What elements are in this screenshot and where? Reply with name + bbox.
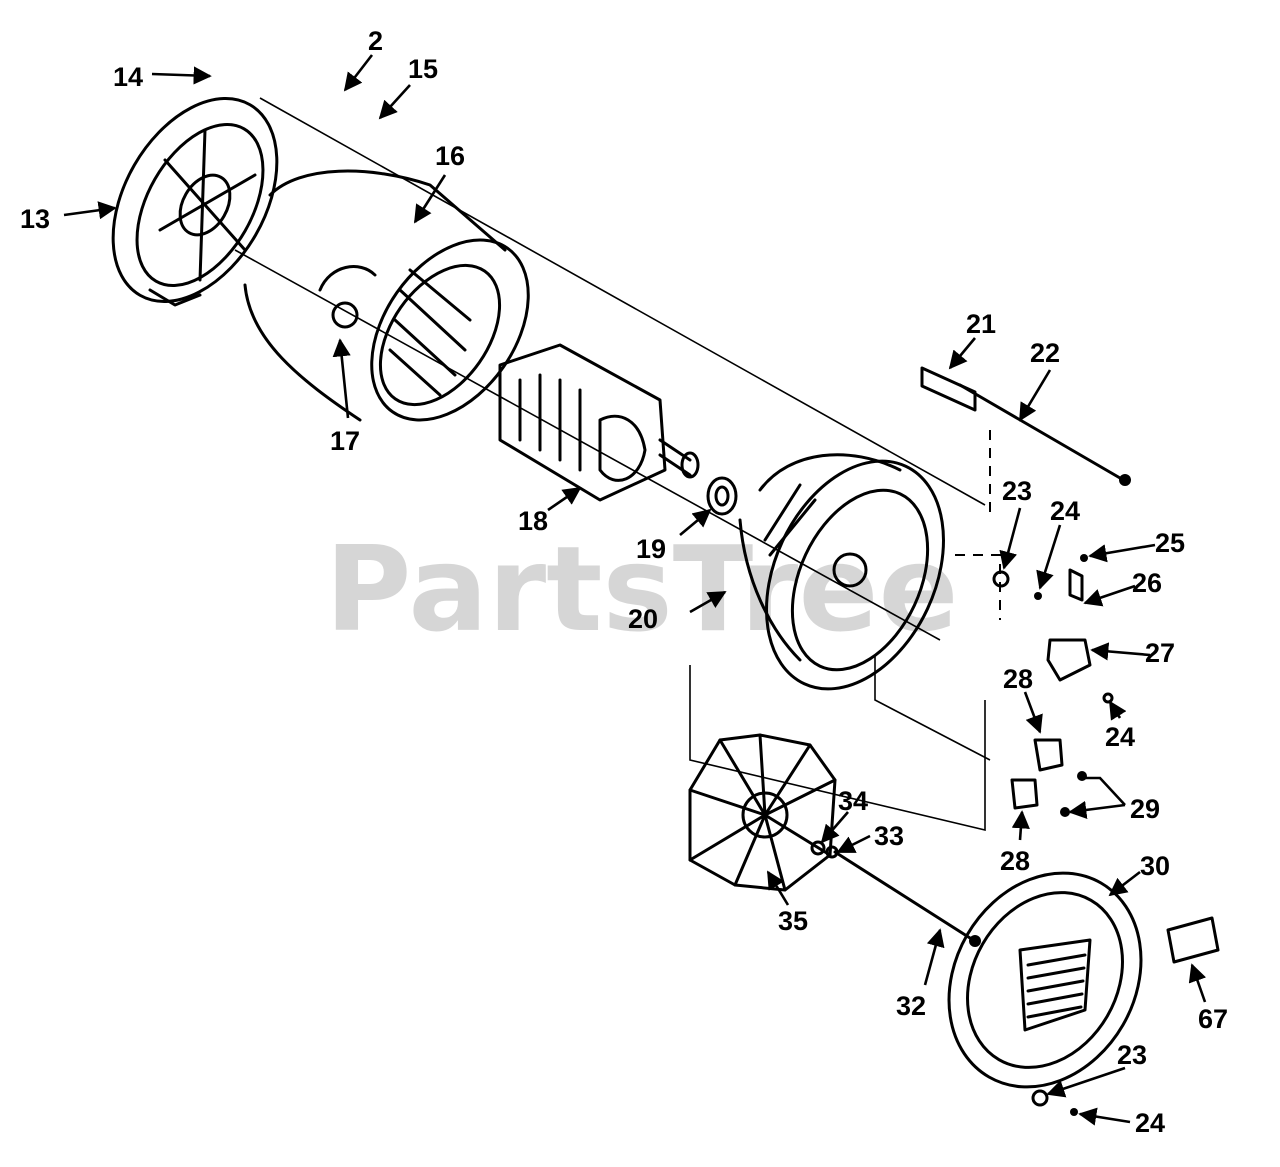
- fan-bolt: [810, 840, 981, 947]
- label-18: 18: [518, 506, 548, 536]
- end-bell-housing: [111, 97, 279, 307]
- bearing: [706, 476, 738, 516]
- label-arrows: [63, 54, 1207, 1126]
- plate-and-bolt: [920, 366, 1131, 486]
- label-27: 27: [1145, 638, 1175, 668]
- label-24b: 24: [1105, 722, 1135, 752]
- label-30: 30: [1140, 851, 1170, 881]
- label-20: 20: [628, 604, 658, 634]
- label-22: 22: [1030, 338, 1060, 368]
- fan-housing: [738, 453, 945, 691]
- label-13: 13: [20, 204, 50, 234]
- label-17: 17: [330, 426, 360, 456]
- label-28a: 28: [1003, 664, 1033, 694]
- label-16: 16: [435, 141, 465, 171]
- label-23a: 23: [1002, 476, 1032, 506]
- callout-labels: 2 14 15 13 16 17 18 19 20 21 22 23 24 25…: [20, 26, 1228, 1138]
- label-29: 29: [1130, 794, 1160, 824]
- armature: [498, 343, 700, 502]
- watermark: PartsTree: [325, 520, 959, 658]
- label-26: 26: [1132, 568, 1162, 598]
- label-32: 32: [896, 991, 926, 1021]
- label-21: 21: [966, 309, 996, 339]
- label-14: 14: [113, 62, 143, 92]
- fan-blade: [688, 733, 837, 892]
- stator-housing: [243, 169, 530, 422]
- label-25: 25: [1155, 528, 1185, 558]
- label-19: 19: [636, 534, 666, 564]
- label-67: 67: [1198, 1004, 1228, 1034]
- label-28b: 28: [1000, 846, 1030, 876]
- label-card: [1166, 916, 1220, 964]
- label-23b: 23: [1117, 1040, 1147, 1070]
- label-24c: 24: [1135, 1108, 1165, 1138]
- label-34: 34: [838, 786, 868, 816]
- label-33: 33: [874, 821, 904, 851]
- label-2: 2: [368, 26, 383, 56]
- label-24a: 24: [1050, 496, 1080, 526]
- alignment-lines: [234, 97, 1001, 832]
- small-hardware: [992, 554, 1114, 817]
- label-35: 35: [778, 906, 808, 936]
- label-15: 15: [408, 54, 438, 84]
- end-cover: [947, 871, 1143, 1116]
